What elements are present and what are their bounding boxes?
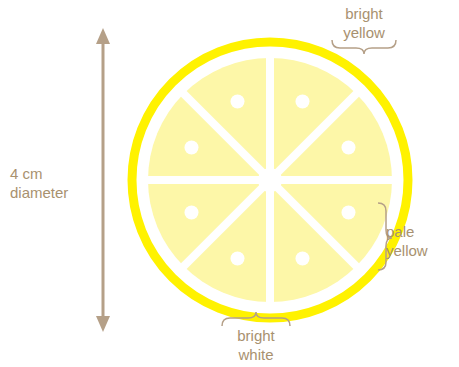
color-label: pale yellow xyxy=(386,222,456,260)
bracket xyxy=(222,312,290,326)
bracket xyxy=(332,40,396,54)
dimension-arrow xyxy=(96,28,110,332)
color-label: bright white xyxy=(221,326,291,364)
lemon-slice xyxy=(132,42,408,318)
color-label: bright yellow xyxy=(329,4,399,42)
dimension-label: 4 cm diameter xyxy=(10,164,80,202)
